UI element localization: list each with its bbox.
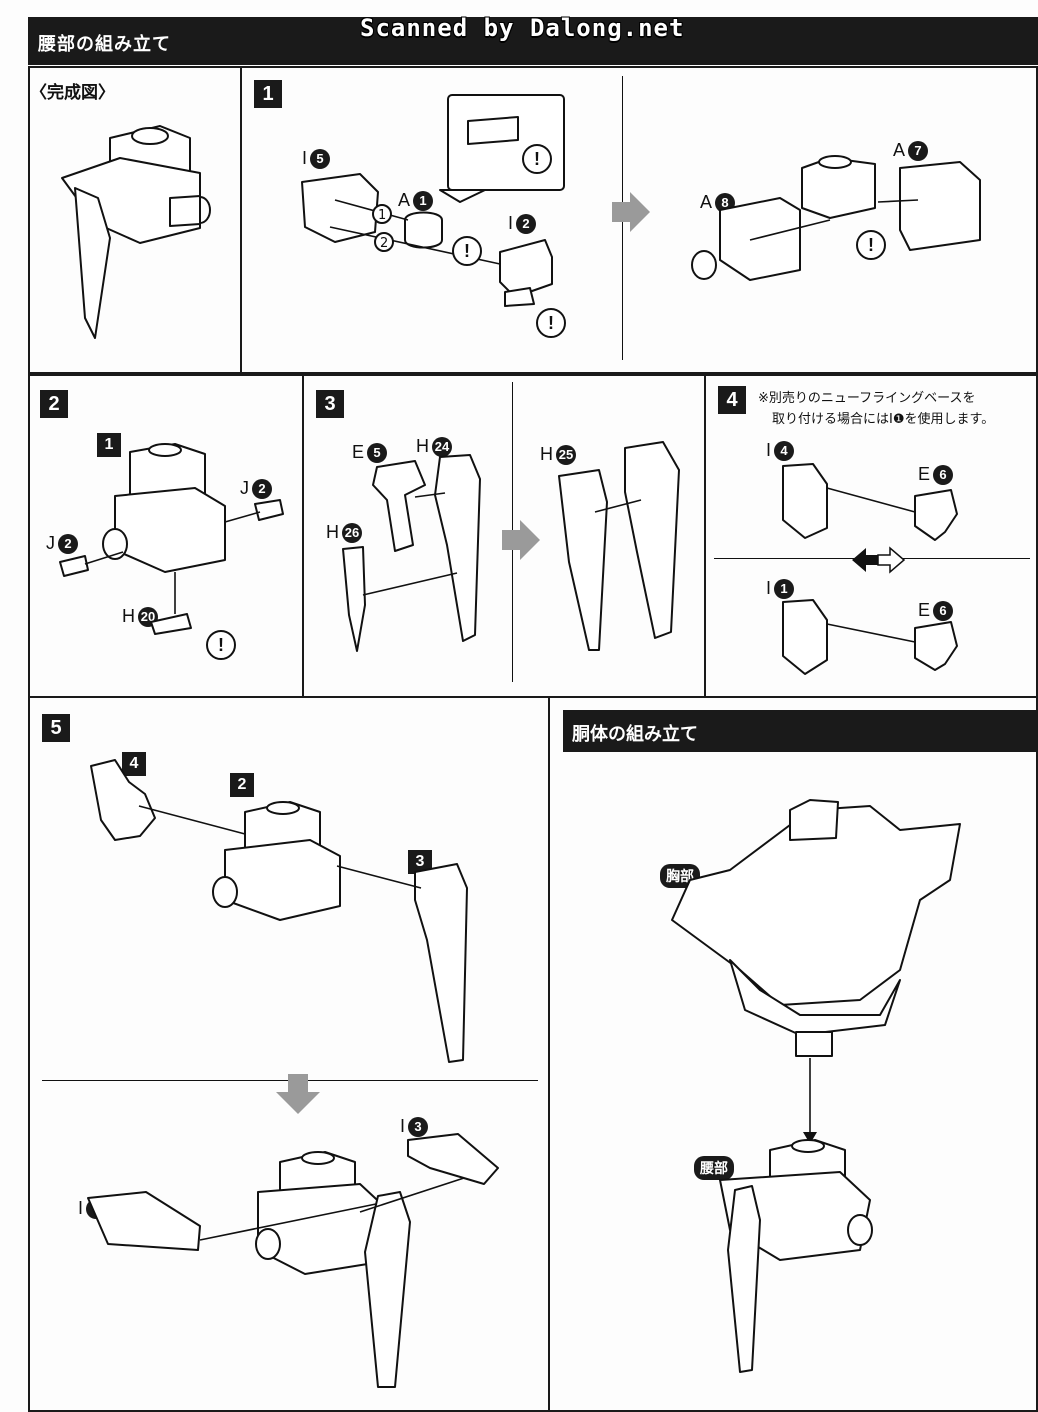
chest-tag: 胸部 (660, 864, 700, 888)
swap-arrow-icon (852, 546, 906, 574)
waist-tag: 腰部 (694, 1156, 734, 1180)
torso-header-bar (563, 710, 1036, 752)
step-transition-arrow-icon (612, 192, 650, 232)
step3-right-illustration (558, 441, 680, 651)
caution-icon: ! (206, 630, 236, 660)
caution-icon: ! (856, 230, 886, 260)
step5-number: 5 (42, 714, 70, 742)
caution-icon: ! (536, 308, 566, 338)
torso-illustration (671, 799, 961, 1373)
step1-number: 1 (254, 80, 282, 108)
step1-panel (240, 66, 1038, 374)
step1-right-illustration (691, 155, 981, 281)
step4-note: ※別売りのニューフライングベースを 取り付ける場合にはI❶を使用します。 (758, 388, 994, 430)
step1-left-illustration (301, 94, 565, 307)
step-transition-arrow-icon (502, 520, 540, 560)
scan-watermark: Scanned by Dalong.net (360, 14, 685, 42)
order-marker-1: 1 (378, 208, 387, 223)
complete-view-label: 〈完成図〉 (30, 83, 115, 103)
step4-illustration (782, 463, 958, 675)
complete-view-illustration (61, 125, 211, 339)
caution-icon: ! (452, 236, 482, 266)
step4-note-line1: ※別売りのニューフライングベースを (758, 391, 976, 406)
header-bar (28, 17, 1038, 65)
step2-number: 2 (40, 390, 68, 418)
step3-left-illustration (342, 454, 481, 652)
page-title: 腰部の組み立て (38, 34, 171, 55)
step5-sub-ref-4: 4 (122, 752, 146, 776)
step5-sub-ref-2: 2 (230, 773, 254, 797)
step3-number: 3 (316, 390, 344, 418)
caution-icon: ! (522, 144, 552, 174)
step2-sub-ref: 1 (97, 433, 121, 457)
step-transition-arrow-down-icon (276, 1074, 320, 1114)
torso-title: 胴体の組み立て (572, 724, 698, 745)
step2-illustration (59, 443, 284, 635)
step5-bottom-illustration (87, 1133, 499, 1388)
step4-number: 4 (718, 386, 746, 414)
order-marker-2: 2 (380, 236, 389, 251)
torso-panel (548, 696, 1038, 1412)
step4-note-line2: 取り付ける場合にはI❶を使用します。 (772, 412, 995, 427)
step5-top-illustration (90, 759, 468, 1063)
